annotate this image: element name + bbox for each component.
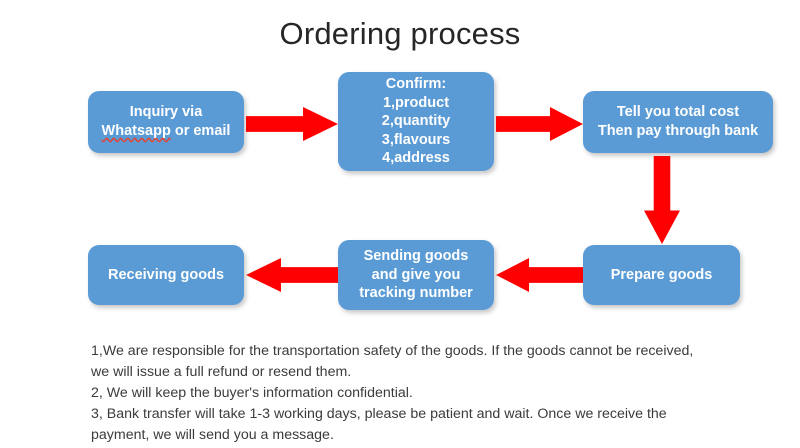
flow-step-inquiry-line-2-suffix: or email	[170, 123, 231, 139]
flow-step-inquiry-line-2: Whatsapp or email	[96, 122, 236, 141]
flow-step-prepare-goods[interactable]: Prepare goods	[583, 245, 740, 305]
arrow-right-confirm-to-total-cost	[496, 107, 583, 141]
flow-step-total-cost-line-1: Tell you total cost	[616, 104, 740, 121]
note-line-1: 1,We are responsible for the transportat…	[91, 343, 694, 359]
flow-step-sending-goods-line-1: Sending goods	[363, 248, 469, 265]
flow-step-confirm[interactable]: Confirm: 1,product 2,quantity 3,flavours…	[338, 72, 494, 171]
note-line-5: payment, we will send you a message.	[91, 426, 334, 443]
flow-step-confirm-line-2: 1,product	[382, 94, 450, 111]
flow-step-sending-goods[interactable]: Sending goods and give you tracking numb…	[338, 240, 494, 310]
misspelled-word-whatsapp: Whatsapp	[101, 123, 171, 139]
arrow-right-inquiry-to-confirm	[246, 107, 338, 141]
flow-step-sending-goods-line-3: tracking number	[359, 285, 473, 302]
flow-step-confirm-line-1: Confirm:	[385, 76, 447, 93]
note-line-4: 3, Bank transfer will take 1-3 working d…	[91, 405, 667, 422]
arrow-left-sending-to-receiving	[246, 258, 338, 292]
flow-step-total-cost-line-2: Then pay through bank	[597, 123, 759, 139]
page-title: Ordering process	[279, 16, 521, 51]
terms-notes: 1,We are responsible for the transportat…	[91, 341, 731, 445]
note-line-2: we will issue a full refund or resend th…	[91, 363, 352, 380]
arrow-left-prepare-to-sending	[496, 258, 583, 292]
flow-step-sending-goods-line-2: and give you	[371, 266, 461, 283]
note-line-3: 2, We will keep the buyer's information …	[91, 384, 413, 401]
flow-step-confirm-line-5: 4,address	[382, 150, 450, 167]
arrow-down-total-cost-to-prepare	[644, 156, 680, 244]
flow-step-inquiry[interactable]: Inquiry via Whatsapp or email	[88, 91, 244, 153]
flow-step-prepare-goods-line-1: Prepare goods	[610, 266, 713, 283]
flow-step-total-cost[interactable]: Tell you total cost Then pay through ban…	[583, 91, 773, 153]
flow-step-confirm-line-4: 3,flavours	[381, 131, 451, 148]
flow-step-receiving-goods-line-1: Receiving goods	[107, 266, 225, 283]
flow-step-confirm-line-3: 2,quantity	[381, 113, 451, 130]
flow-step-receiving-goods[interactable]: Receiving goods	[88, 245, 244, 305]
flow-step-inquiry-line-1: Inquiry via	[129, 104, 203, 121]
